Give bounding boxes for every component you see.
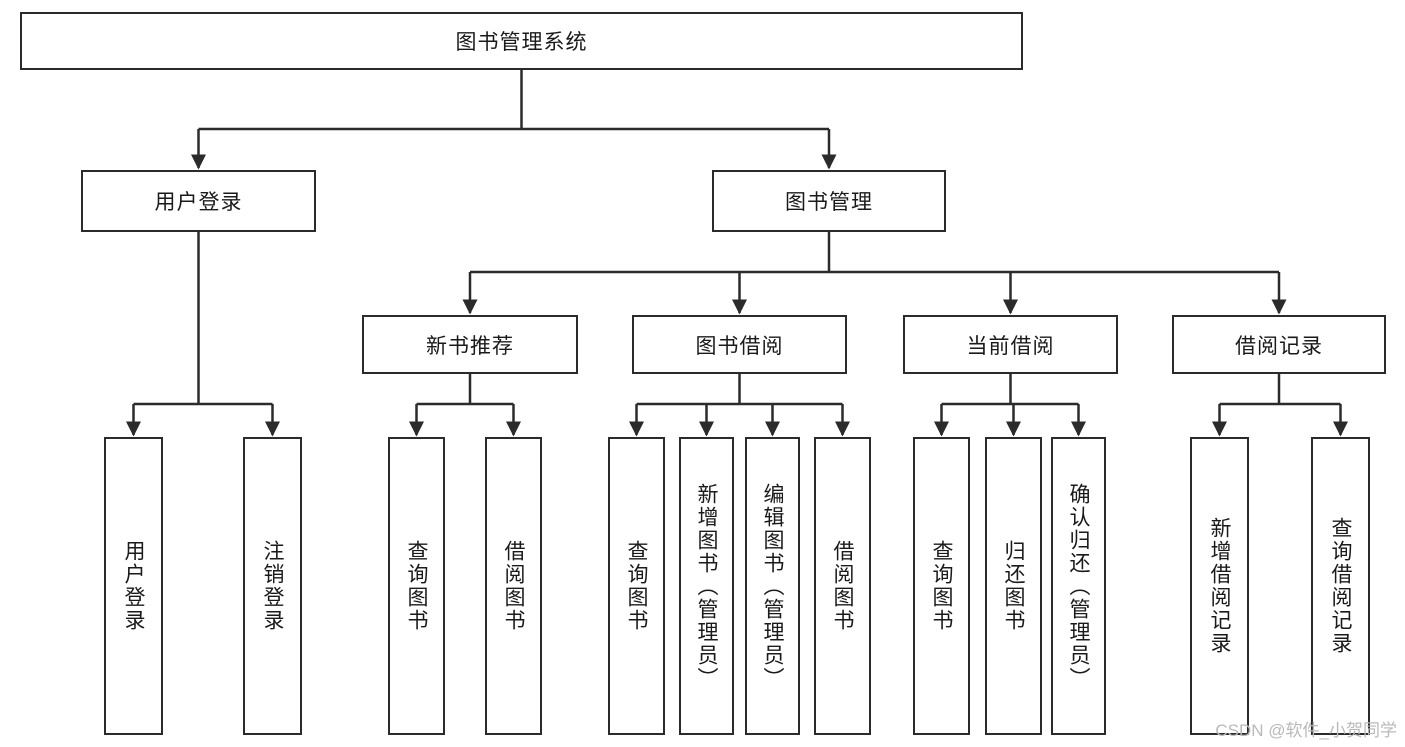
node-label: 用户登录 — [122, 540, 145, 632]
node-records[interactable]: 借阅记录 — [1172, 315, 1386, 374]
node-leaf-cur-1[interactable]: 查询图书 — [913, 437, 970, 735]
node-leaf-bor-4[interactable]: 借阅图书 — [814, 437, 871, 735]
node-label: 用户登录 — [154, 191, 243, 214]
node-label: 查询图书 — [930, 540, 953, 632]
watermark: CSDN @软件_小贺同学 — [1215, 721, 1397, 740]
node-label: 借阅记录 — [1235, 334, 1323, 358]
node-label: 查询图书 — [405, 540, 428, 632]
node-leaf-bor-1[interactable]: 查询图书 — [608, 437, 665, 735]
node-newbook[interactable]: 新书推荐 — [362, 315, 578, 374]
node-label: 确认归还（管理员） — [1067, 482, 1090, 690]
node-label: 注销登录 — [261, 540, 284, 632]
node-label: 借阅图书 — [502, 540, 525, 632]
node-label: 新增图书（管理员） — [695, 482, 718, 690]
node-label: 图书管理 — [785, 191, 873, 214]
node-borrow[interactable]: 图书借阅 — [632, 315, 847, 374]
node-label: 编辑图书（管理员） — [761, 482, 784, 690]
node-label: 当前借阅 — [966, 334, 1055, 358]
node-leaf-login-1[interactable]: 用户登录 — [104, 437, 163, 735]
node-leaf-login-2[interactable]: 注销登录 — [243, 437, 302, 735]
node-label: 借阅图书 — [831, 540, 854, 632]
node-leaf-bor-2[interactable]: 新增图书（管理员） — [679, 437, 734, 735]
node-current[interactable]: 当前借阅 — [903, 315, 1118, 374]
node-leaf-rec-2[interactable]: 查询借阅记录 — [1311, 437, 1370, 735]
node-label: 新增借阅记录 — [1208, 517, 1231, 655]
node-leaf-new-1[interactable]: 查询图书 — [388, 437, 445, 735]
node-label: 图书管理系统 — [455, 31, 588, 54]
node-leaf-cur-3[interactable]: 确认归还（管理员） — [1051, 437, 1106, 735]
node-label: 新书推荐 — [426, 334, 514, 358]
node-leaf-cur-2[interactable]: 归还图书 — [985, 437, 1042, 735]
node-label: 查询图书 — [625, 540, 648, 632]
node-leaf-new-2[interactable]: 借阅图书 — [485, 437, 542, 735]
node-leaf-rec-1[interactable]: 新增借阅记录 — [1190, 437, 1249, 735]
node-bookmgmt[interactable]: 图书管理 — [712, 170, 946, 232]
node-root[interactable]: 图书管理系统 — [20, 12, 1023, 70]
node-label: 归还图书 — [1002, 540, 1025, 632]
node-label: 查询借阅记录 — [1329, 517, 1352, 655]
node-login[interactable]: 用户登录 — [81, 170, 316, 232]
node-leaf-bor-3[interactable]: 编辑图书（管理员） — [745, 437, 800, 735]
node-label: 图书借阅 — [695, 334, 784, 358]
